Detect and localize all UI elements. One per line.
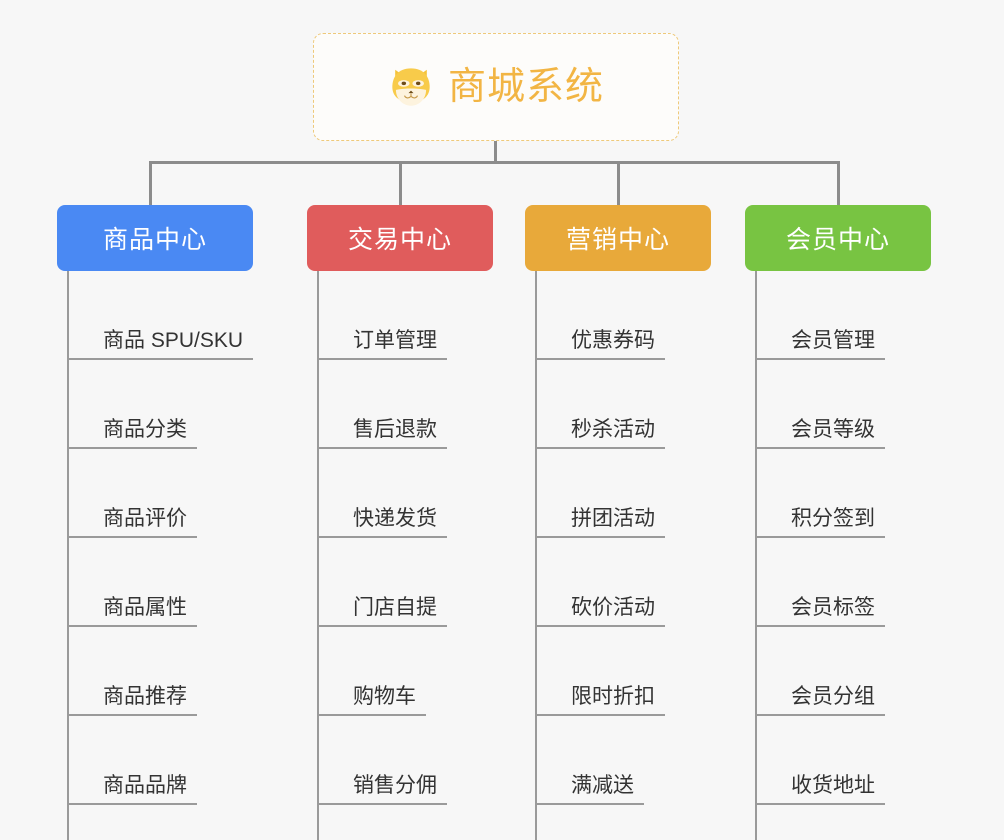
list-item[interactable]: 限时折扣 (525, 627, 711, 716)
list-item[interactable]: 会员标签 (745, 538, 931, 627)
leaf-label: 积分签到 (791, 506, 875, 530)
category-label: 营销中心 (565, 226, 670, 254)
list-item[interactable]: 售后退款 (307, 360, 493, 449)
leaf-list: 订单管理 售后退款 快递发货 门店自提 购物车 销售分佣 (307, 271, 493, 805)
leaf-label: 会员管理 (791, 328, 875, 352)
leaf-label: 商品 SPU/SKU (103, 328, 244, 352)
list-item[interactable]: 快递发货 (307, 449, 493, 538)
leaf-label: 商品品牌 (103, 773, 187, 797)
category-label: 会员中心 (785, 226, 890, 254)
connector-drop-2 (399, 161, 402, 207)
leaf-list: 会员管理 会员等级 积分签到 会员标签 会员分组 收货地址 (745, 271, 931, 805)
category-box-trade-center[interactable]: 交易中心 (307, 205, 493, 271)
leaf-label: 会员等级 (791, 417, 875, 441)
leaf-label: 砍价活动 (571, 595, 655, 619)
list-item[interactable]: 会员分组 (745, 627, 931, 716)
list-item[interactable]: 商品属性 (57, 538, 253, 627)
category-label: 交易中心 (347, 226, 452, 254)
category-box-product-center[interactable]: 商品中心 (57, 205, 253, 271)
list-item[interactable]: 购物车 (307, 627, 493, 716)
leaf-list: 商品 SPU/SKU 商品分类 商品评价 商品属性 商品推荐 商品品牌 (57, 271, 254, 805)
leaf-label: 限时折扣 (571, 684, 655, 708)
leaf-label: 购物车 (353, 684, 416, 708)
list-item[interactable]: 订单管理 (307, 271, 493, 360)
leaf-label: 商品推荐 (103, 684, 187, 708)
list-item[interactable]: 积分签到 (745, 449, 931, 538)
list-item[interactable]: 商品推荐 (57, 627, 253, 716)
root-node[interactable]: 商城系统 (313, 33, 679, 141)
branch-column-trade-center: 交易中心 订单管理 售后退款 快递发货 门店自提 购物车 销售分佣 (307, 205, 493, 840)
list-item[interactable]: 收货地址 (745, 716, 931, 805)
branch-column-product-center: 商品中心 商品 SPU/SKU 商品分类 商品评价 商品属性 商品推荐 商品品牌 (57, 205, 254, 840)
branch-spine (755, 271, 757, 840)
list-item[interactable]: 销售分佣 (307, 716, 493, 805)
leaf-label: 会员标签 (791, 595, 875, 619)
list-item[interactable]: 秒杀活动 (525, 360, 711, 449)
category-box-member-center[interactable]: 会员中心 (745, 205, 931, 271)
shiba-dog-face-icon (392, 68, 430, 106)
list-item[interactable]: 满减送 (525, 716, 711, 805)
leaf-label: 满减送 (571, 773, 634, 797)
page-title: 商城系统 (447, 66, 604, 108)
leaf-label: 会员分组 (791, 684, 875, 708)
leaf-label: 优惠券码 (571, 328, 655, 352)
list-item[interactable]: 拼团活动 (525, 449, 711, 538)
list-item[interactable]: 砍价活动 (525, 538, 711, 627)
leaf-label: 商品分类 (103, 417, 187, 441)
list-item[interactable]: 会员管理 (745, 271, 931, 360)
leaf-label: 商品属性 (103, 595, 187, 619)
connector-horizontal-bus (149, 161, 840, 164)
leaf-label: 商品评价 (103, 506, 187, 530)
list-item[interactable]: 商品 SPU/SKU (57, 271, 254, 360)
branch-column-member-center: 会员中心 会员管理 会员等级 积分签到 会员标签 会员分组 收货地址 (745, 205, 931, 840)
category-box-marketing-center[interactable]: 营销中心 (525, 205, 711, 271)
leaf-label: 快递发货 (353, 506, 437, 530)
list-item[interactable]: 优惠券码 (525, 271, 711, 360)
connector-drop-1 (149, 161, 152, 207)
leaf-label: 秒杀活动 (571, 417, 655, 441)
leaf-label: 销售分佣 (353, 773, 437, 797)
list-item[interactable]: 商品分类 (57, 360, 253, 449)
branch-column-marketing-center: 营销中心 优惠券码 秒杀活动 拼团活动 砍价活动 限时折扣 满减送 (525, 205, 711, 840)
list-item[interactable]: 商品品牌 (57, 716, 253, 805)
category-label: 商品中心 (102, 226, 207, 254)
leaf-list: 优惠券码 秒杀活动 拼团活动 砍价活动 限时折扣 满减送 (525, 271, 711, 805)
list-item[interactable]: 会员等级 (745, 360, 931, 449)
branch-spine (67, 271, 69, 840)
list-item[interactable]: 商品评价 (57, 449, 253, 538)
connector-root-stem (494, 141, 497, 163)
connector-drop-4 (837, 161, 840, 207)
branch-spine (317, 271, 319, 840)
leaf-label: 订单管理 (353, 328, 437, 352)
leaf-label: 门店自提 (353, 595, 437, 619)
branch-spine (535, 271, 537, 840)
leaf-label: 收货地址 (791, 773, 875, 797)
leaf-label: 售后退款 (353, 417, 437, 441)
connector-drop-3 (617, 161, 620, 207)
list-item[interactable]: 门店自提 (307, 538, 493, 627)
leaf-label: 拼团活动 (571, 506, 655, 530)
